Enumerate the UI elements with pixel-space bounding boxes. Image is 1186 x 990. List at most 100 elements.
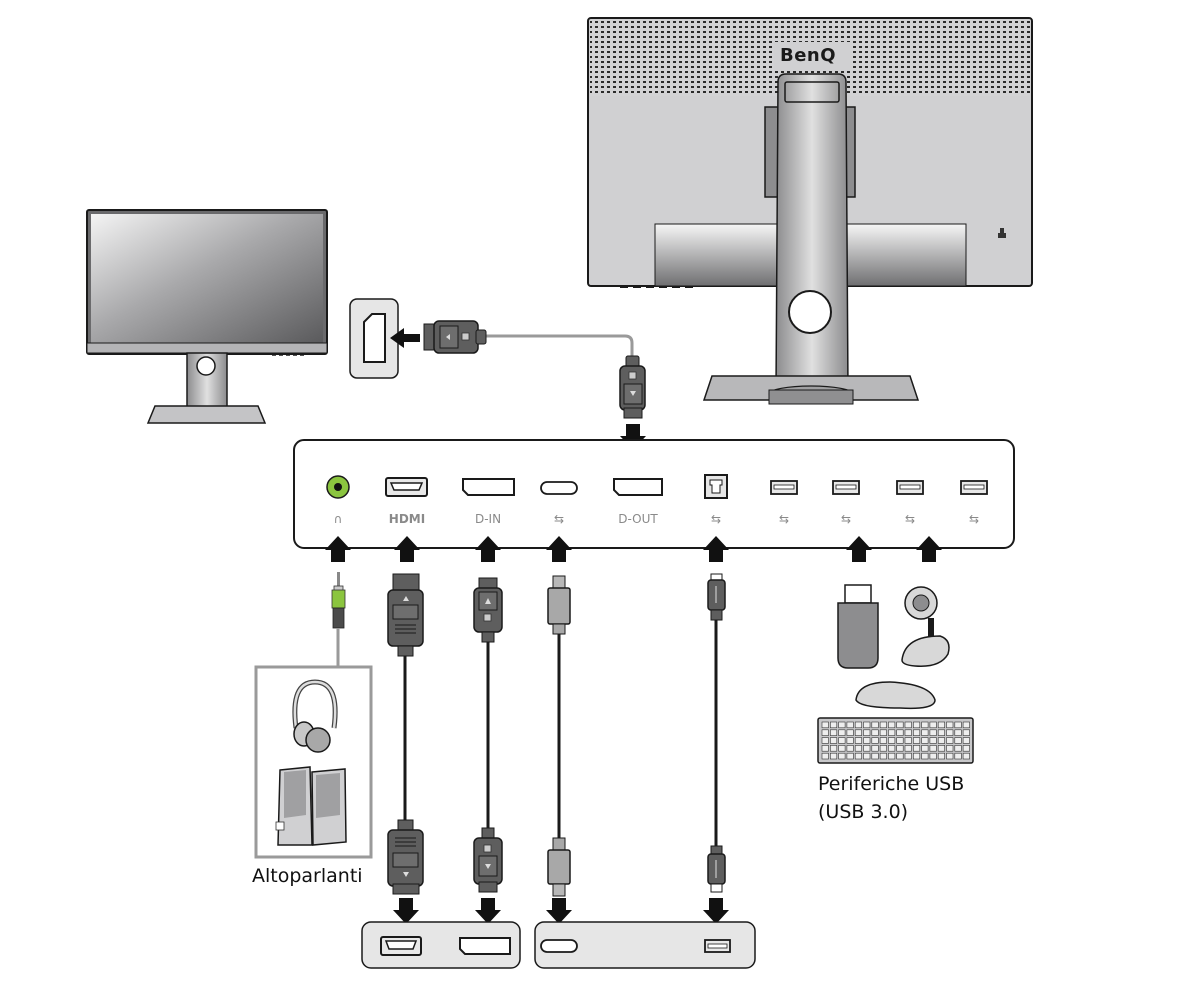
keyboard-key [888, 752, 896, 760]
arrow-down-icon [393, 898, 419, 924]
keyboard-key [896, 752, 904, 760]
pc-hdmi-port[interactable] [380, 936, 422, 956]
port-usb-b[interactable] [704, 474, 728, 499]
keyboard-key [829, 729, 838, 736]
keyboard-key [838, 721, 846, 729]
keyboard-key [838, 752, 846, 760]
keyboard-key [954, 752, 962, 760]
keyboard-key [846, 721, 854, 729]
keyboard-key [879, 752, 887, 760]
keyboard-key [871, 737, 879, 744]
brand-logo: BenQ [780, 45, 836, 66]
keyboard-key [896, 729, 904, 736]
keyboard-key [912, 737, 921, 744]
pc-usb-ports [534, 921, 756, 969]
mouse-icon [855, 681, 936, 710]
keyboard-key [821, 729, 829, 736]
arrow-up-icon [475, 536, 501, 562]
keyboard-key [821, 721, 829, 729]
keyboard-key [854, 737, 863, 744]
arrow-up-icon [846, 536, 872, 562]
keyboard-key [954, 721, 962, 729]
usb-c-cable [547, 575, 571, 897]
pc-usb-c-port[interactable] [540, 939, 578, 953]
secondary-monitor [86, 209, 328, 424]
port-headphone[interactable] [326, 475, 350, 499]
pc-usb-a-port[interactable] [704, 939, 731, 953]
usb-peripherals-label-line2: (USB 3.0) [818, 801, 908, 823]
keyboard-key [871, 729, 879, 736]
keyboard-key [921, 729, 929, 736]
kensington-lock-icon [998, 228, 1006, 238]
label-dp-out: D-OUT [618, 512, 658, 526]
port-usb-a-4[interactable] [960, 480, 988, 495]
port-dp-out[interactable] [613, 478, 663, 496]
keyboard-key [929, 745, 937, 752]
up-arrows [325, 536, 942, 562]
keyboard-key [896, 745, 904, 752]
keyboard-key [912, 745, 921, 752]
keyboard-key [863, 729, 871, 736]
keyboard-key [871, 752, 879, 760]
keyboard-key [912, 729, 921, 736]
keyboard-key [846, 729, 854, 736]
main-monitor-rear [587, 17, 1033, 405]
keyboard-key [921, 737, 929, 744]
keyboard-key [854, 729, 863, 736]
keyboard-key [829, 752, 838, 760]
dp-in-cable [473, 577, 503, 893]
keyboard-key [962, 752, 970, 760]
keyboard-key [921, 745, 929, 752]
label-usb-a-1: ⇆ [779, 512, 789, 526]
keyboard-key [888, 721, 896, 729]
port-hdmi[interactable] [385, 477, 428, 497]
usb-upstream-cable [707, 573, 726, 893]
keyboard-key [937, 745, 946, 752]
arrow-up-icon [325, 536, 351, 562]
usb-flash-drive-icon [837, 584, 879, 669]
label-usb-a-2: ⇆ [841, 512, 851, 526]
secondary-dp-in-port[interactable] [349, 298, 399, 379]
arrow-down-icon [620, 424, 646, 450]
keyboard-key [962, 737, 970, 744]
keyboard-key [946, 745, 954, 752]
audio-cable [331, 572, 346, 667]
keyboard-key [962, 745, 970, 752]
arrow-left-icon [390, 328, 420, 348]
keyboard-key [829, 737, 838, 744]
keyboard-key [937, 729, 946, 736]
keyboard-key [863, 745, 871, 752]
keyboard-key [854, 721, 863, 729]
port-usb-a-1[interactable] [770, 480, 798, 495]
port-usb-c[interactable] [540, 481, 578, 495]
pc-displayport-port[interactable] [459, 937, 511, 955]
arrow-down-icon [475, 898, 501, 924]
keyboard-key [904, 745, 912, 752]
keyboard-key [896, 737, 904, 744]
label-hdmi: HDMI [389, 512, 425, 526]
keyboard-key [829, 721, 838, 729]
keyboard-key [846, 752, 854, 760]
keyboard-key [946, 752, 954, 760]
keyboard-key [904, 737, 912, 744]
headphones-icon [292, 679, 338, 753]
keyboard-key [946, 729, 954, 736]
keyboard-key [838, 745, 846, 752]
port-usb-a-3[interactable] [896, 480, 924, 495]
hdmi-cable [387, 573, 424, 895]
keyboard-key [871, 745, 879, 752]
keyboard-key [888, 745, 896, 752]
keyboard-key [912, 752, 921, 760]
port-usb-a-2[interactable] [832, 480, 860, 495]
arrow-down-icon [703, 898, 729, 924]
keyboard-key [871, 721, 879, 729]
keyboard-key [888, 737, 896, 744]
arrow-up-icon [546, 536, 572, 562]
keyboard-key [954, 745, 962, 752]
port-dp-in[interactable] [462, 478, 515, 496]
keyboard-key [854, 752, 863, 760]
keyboard-key [838, 729, 846, 736]
keyboard-key [821, 752, 829, 760]
keyboard-key [937, 737, 946, 744]
